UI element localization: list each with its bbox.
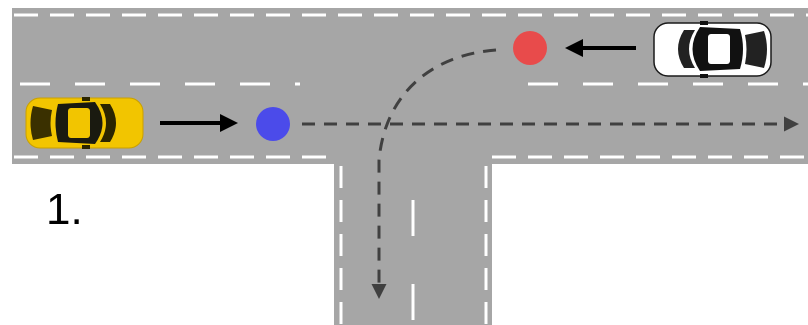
- scenario-label: 1.: [46, 185, 83, 234]
- arrow-left-icon: [565, 39, 636, 57]
- car-icon: [25, 97, 144, 149]
- red-marker: [513, 31, 547, 65]
- white-car: [653, 21, 772, 78]
- blue-marker: [256, 107, 290, 141]
- arrow-right-icon: [160, 114, 238, 132]
- left-turn-path: [371, 48, 497, 299]
- car-icon: [653, 21, 772, 78]
- yellow-car: [25, 97, 144, 149]
